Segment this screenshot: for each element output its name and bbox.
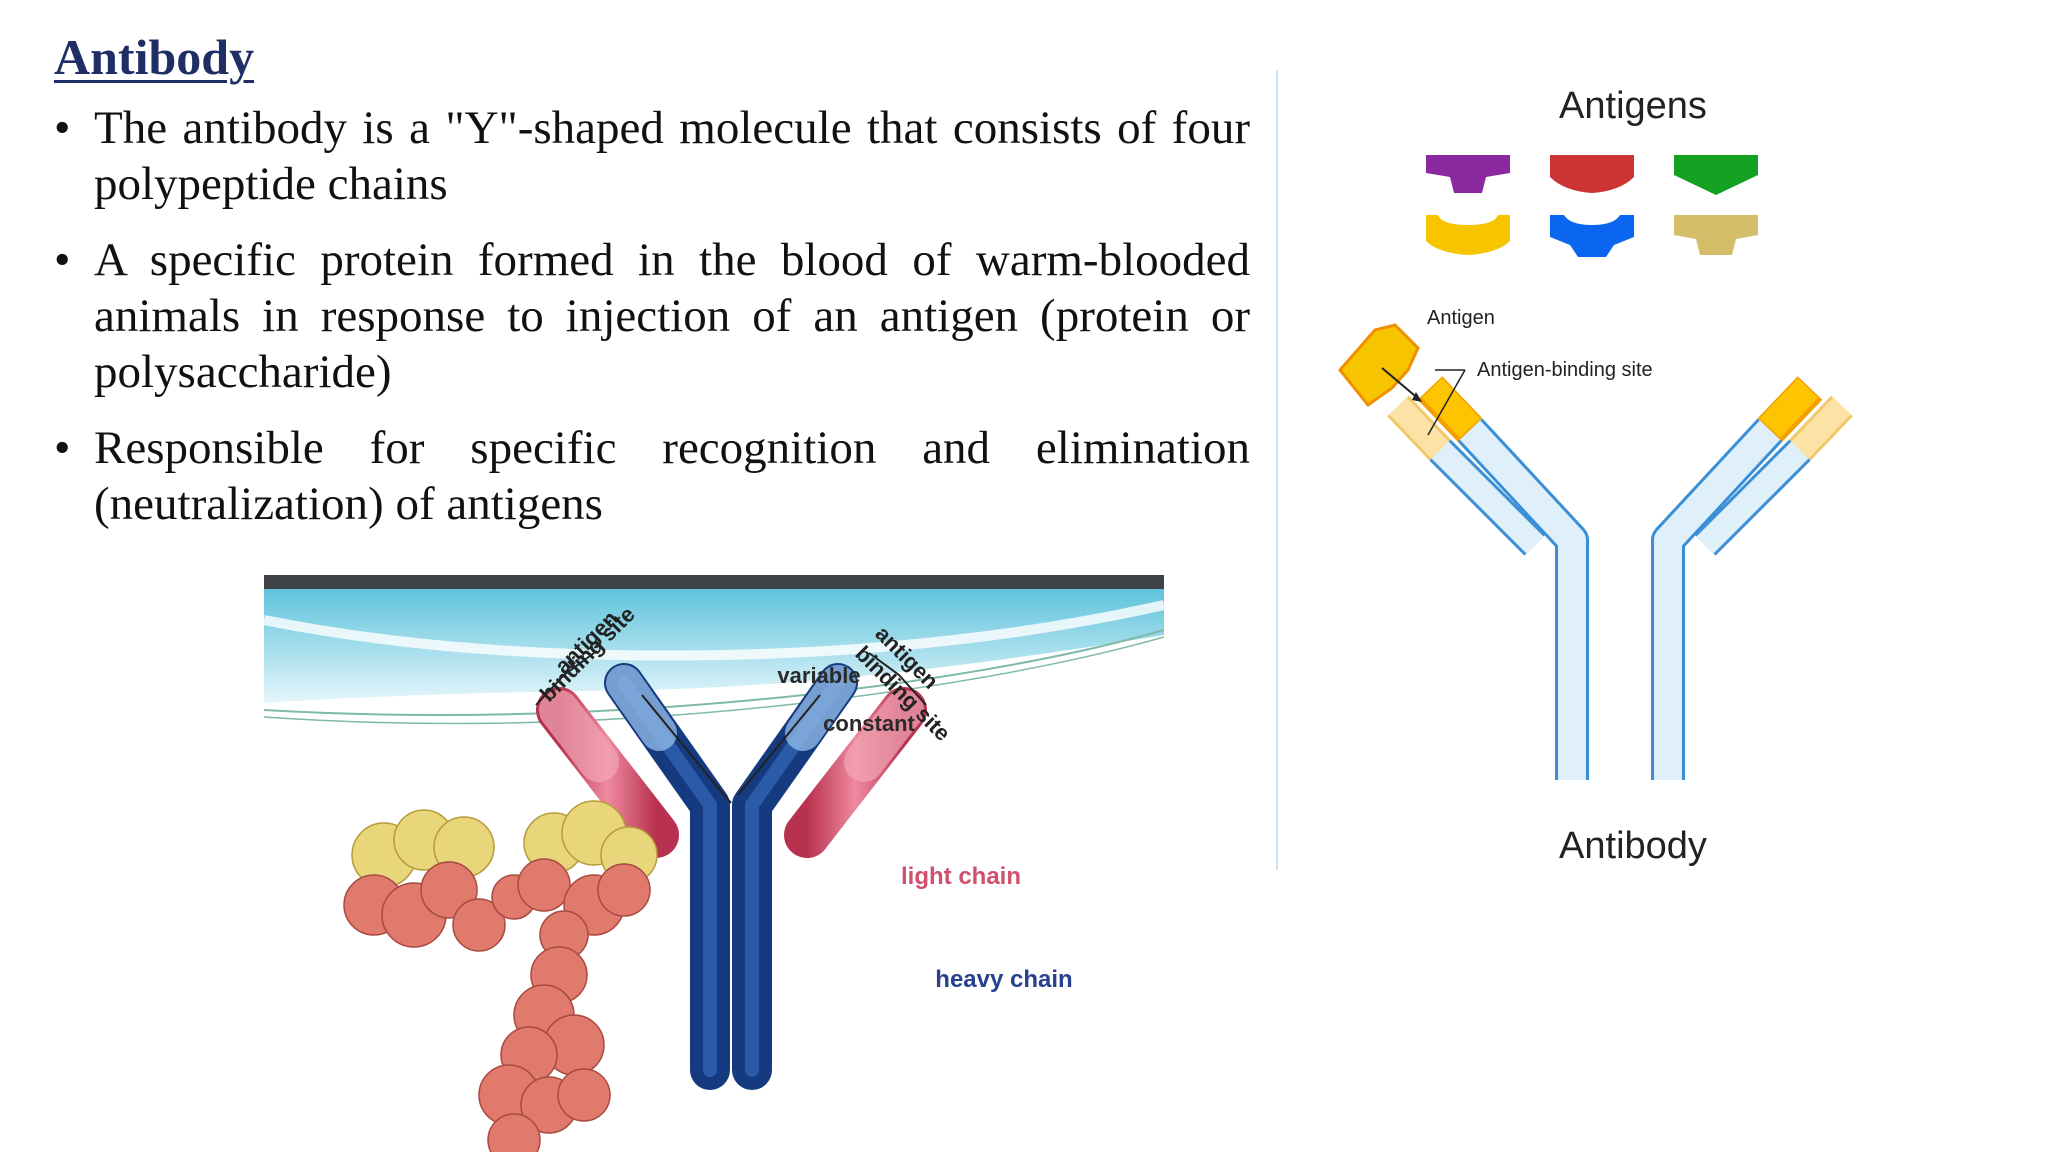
antigen-site-brackets <box>535 652 927 706</box>
bullet-item: • The antibody is a "Y"-shaped molecule … <box>40 100 1250 212</box>
antigen-antibody-diagram: Antigens <box>1320 70 1920 890</box>
antibody-schematic <box>1338 323 1853 780</box>
column-divider <box>1276 70 1278 870</box>
bullet-list: • The antibody is a "Y"-shaped molecule … <box>40 100 1250 552</box>
protein-structure-model <box>343 800 658 1152</box>
light-chain-left <box>536 687 679 858</box>
antigen-shape <box>1674 215 1758 255</box>
antibody-illustration: antigen binding site antigen binding sit… <box>264 575 1164 1152</box>
background-wave <box>264 589 1164 703</box>
constant-region-label: constant <box>823 711 915 736</box>
heavy-chain-right <box>732 663 858 1090</box>
heavy-chain-label: heavy chain <box>935 966 1072 993</box>
bullet-dot: • <box>54 234 71 286</box>
antigen-shape <box>1426 215 1510 255</box>
region-arrows <box>641 694 821 804</box>
antigen-label: Antigen <box>1427 307 1495 329</box>
bullet-text: The antibody is a "Y"-shaped molecule th… <box>94 102 1250 210</box>
antibody-caption: Antibody <box>1559 825 1707 867</box>
bullet-text: A specific protein formed in the blood o… <box>94 234 1250 398</box>
antibody-illustration-svg: antigen binding site antigen binding sit… <box>264 575 1164 1152</box>
background-stripe <box>264 600 1164 661</box>
antigen-shape <box>1550 155 1634 193</box>
bullet-item: • A specific protein formed in the blood… <box>40 232 1250 400</box>
bullet-dot: • <box>54 102 71 154</box>
antigen-binding-site-label: Antigen-binding site <box>1477 359 1653 381</box>
antigen-shapes <box>1426 155 1758 257</box>
light-chain-right <box>784 687 927 858</box>
antigen-shape <box>1674 155 1758 195</box>
variable-region-label: variable <box>777 663 860 688</box>
light-chain-label: light chain <box>901 863 1021 890</box>
heavy-chain-left <box>604 663 730 1090</box>
antigen-antibody-diagram-svg: Antigens <box>1338 85 1853 867</box>
bullet-text: Responsible for specific recognition and… <box>94 422 1250 530</box>
bullet-dot: • <box>54 422 71 474</box>
antigen-shape <box>1550 215 1634 257</box>
background-line <box>264 636 1164 725</box>
slide-title: Antibody <box>54 29 255 85</box>
bullet-item: • Responsible for specific recognition a… <box>40 420 1250 532</box>
antigens-title: Antigens <box>1559 85 1707 127</box>
background-line <box>264 629 1164 716</box>
figure-top-bar <box>264 575 1164 589</box>
antigen-shape <box>1426 155 1510 193</box>
